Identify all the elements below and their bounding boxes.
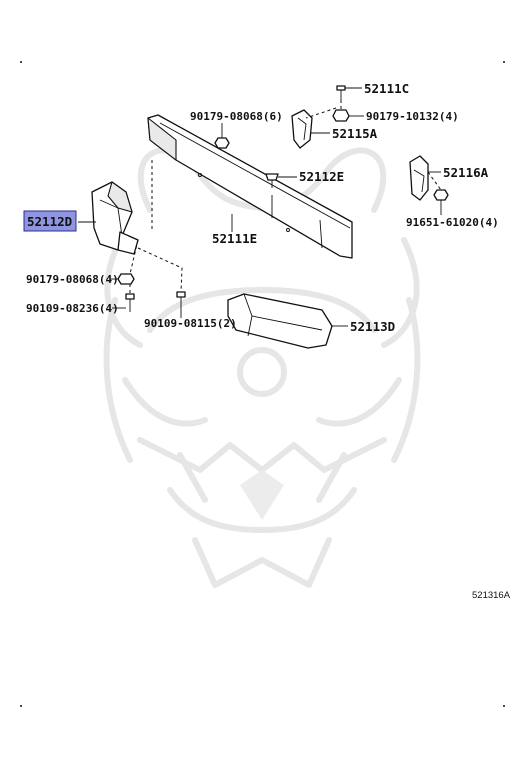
label-90179-10132[interactable]: 90179-10132(4)	[366, 110, 459, 123]
label-91651-61020[interactable]: 91651-61020(4)	[406, 216, 499, 229]
label-52115A[interactable]: 52115A	[332, 126, 378, 141]
highlight-52112D	[23, 210, 77, 232]
corner-dot-top-right	[503, 61, 505, 63]
label-52113D[interactable]: 52113D	[350, 319, 395, 334]
diagram-code: 521316A	[472, 590, 511, 601]
fastener-90109-08236-bolt[interactable]	[125, 293, 135, 312]
samurai-helmet-watermark-icon	[103, 147, 421, 588]
part-52115A-bracket[interactable]	[291, 109, 313, 149]
label-90109-08236[interactable]: 90109-08236(4)	[26, 302, 119, 315]
label-90179-08068-left[interactable]: 90179-08068(4)	[26, 273, 119, 286]
part-52116A-bracket[interactable]	[409, 155, 429, 201]
part-52113D-bumper-pad[interactable]	[227, 293, 333, 349]
corner-dot-bottom-right	[503, 705, 505, 707]
fastener-90179-10132-nut[interactable]	[332, 109, 350, 122]
fastener-52111C-bolt[interactable]	[336, 85, 346, 100]
corner-dot-top-left	[20, 61, 22, 63]
part-52111E-bumper-reinforcement[interactable]	[147, 114, 353, 259]
label-90179-08068-top[interactable]: 90179-08068(6)	[190, 110, 283, 123]
label-52116A[interactable]: 52116A	[443, 165, 489, 180]
label-52112D[interactable]: 52112D	[27, 214, 72, 229]
assembly-lines	[129, 100, 442, 294]
corner-dot-bottom-left	[20, 705, 22, 707]
part-52112D-side-extension[interactable]	[91, 181, 139, 255]
label-52111C[interactable]: 52111C	[364, 81, 409, 96]
label-52111E[interactable]: 52111E	[212, 231, 257, 246]
leader-lines	[78, 87, 442, 327]
fastener-90179-08068-left-nut[interactable]	[117, 273, 135, 285]
label-52112E[interactable]: 52112E	[299, 169, 344, 184]
label-90109-08115[interactable]: 90109-08115(2)	[144, 317, 237, 330]
fastener-52112E-clip[interactable]	[265, 173, 279, 188]
fastener-91651-61020-bolt[interactable]	[433, 189, 449, 201]
fastener-90179-08068-top-nut[interactable]	[214, 137, 230, 149]
